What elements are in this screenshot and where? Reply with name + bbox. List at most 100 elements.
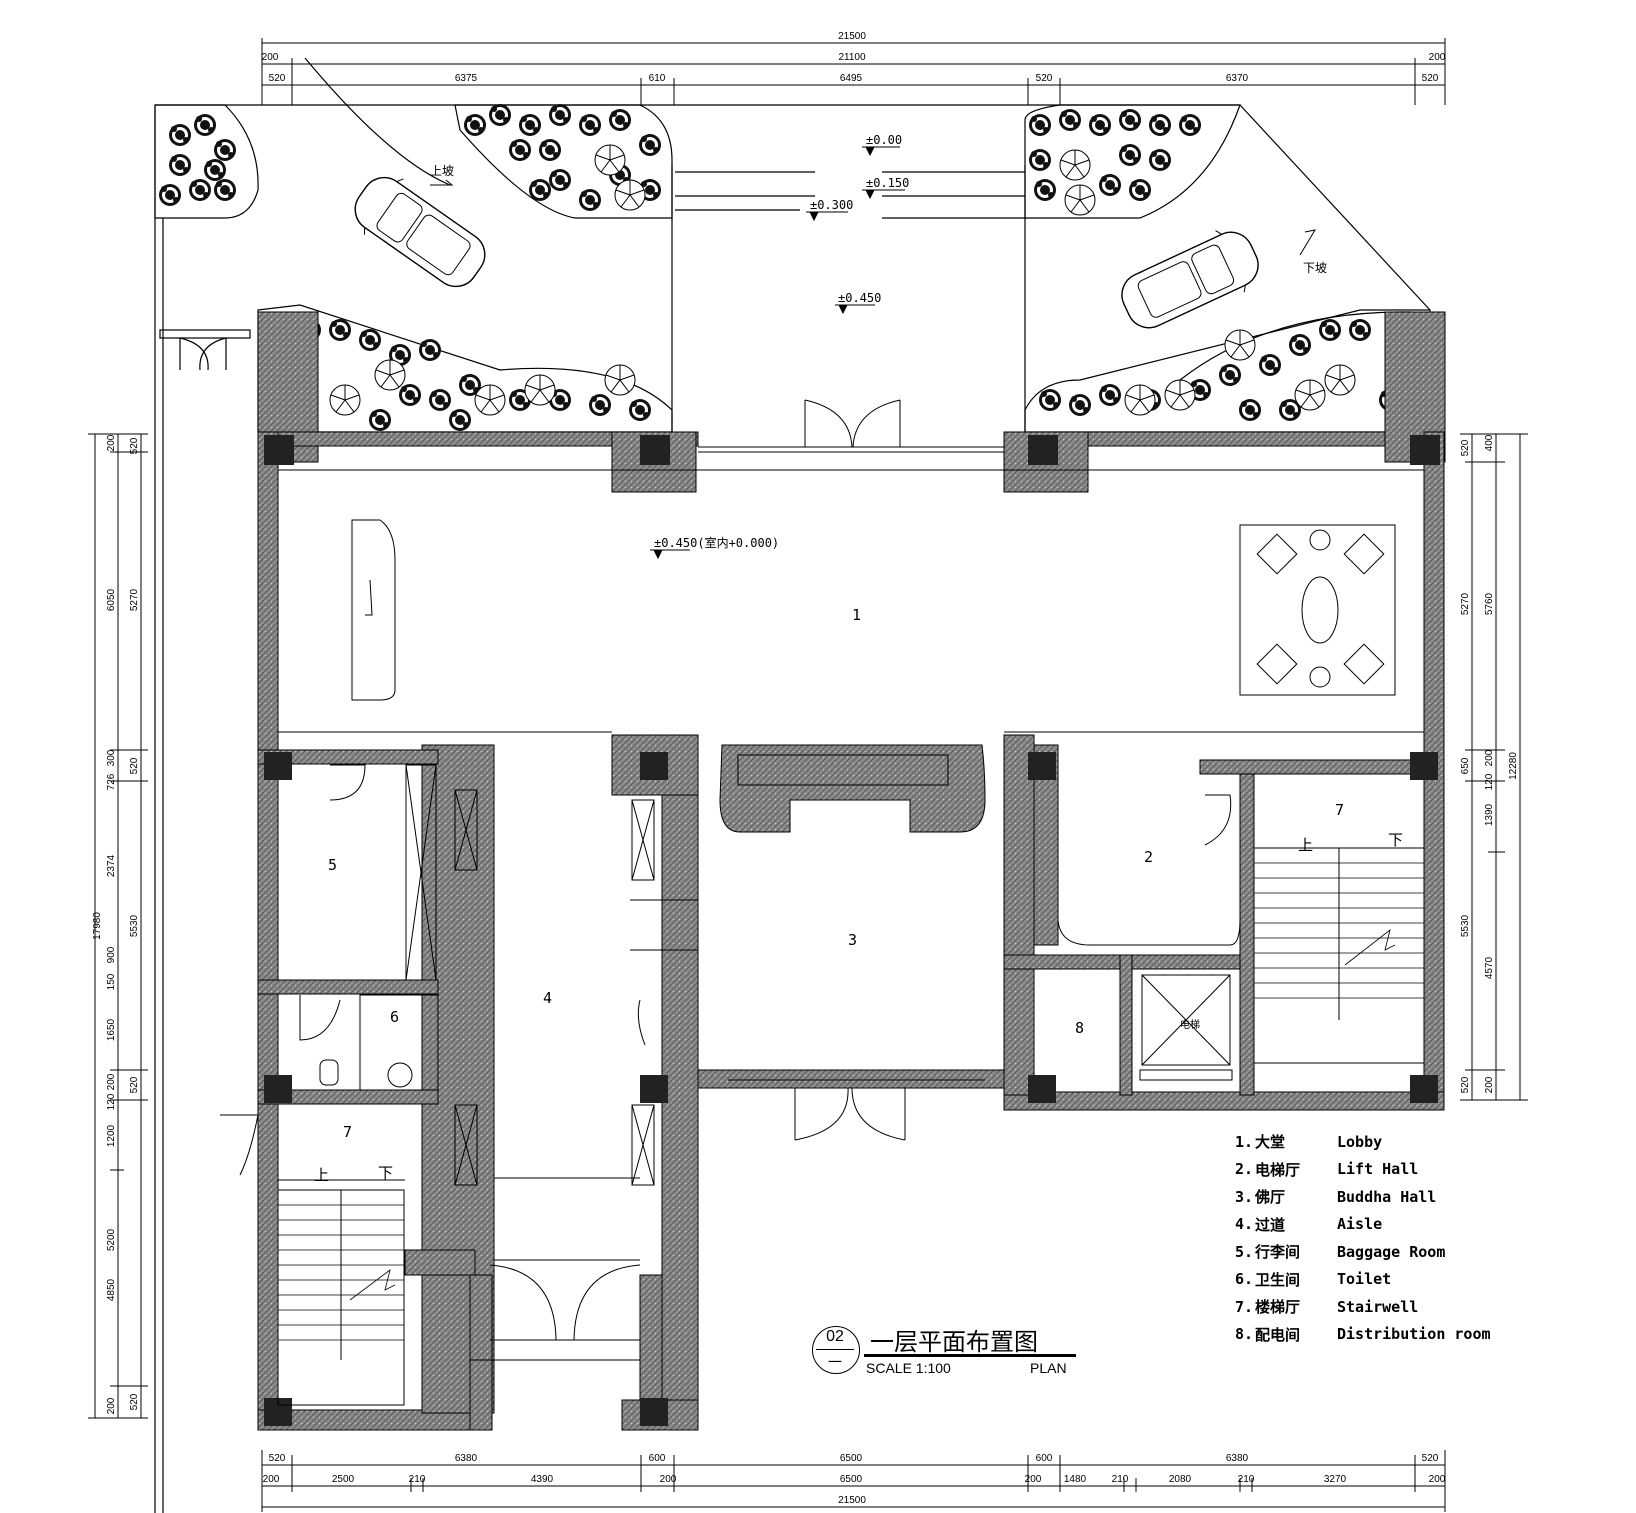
dim-right-col2: 120 bbox=[1484, 773, 1495, 790]
dim-bottom-row2: 4390 bbox=[531, 1474, 554, 1485]
dim-left-col1: 200 bbox=[106, 1397, 117, 1414]
level-marker: ±0.450 bbox=[838, 291, 881, 305]
stair-down-label: 下 bbox=[378, 1164, 393, 1182]
drawing-sub-number: 一 bbox=[828, 1354, 842, 1370]
room-number-stairwell: 7 bbox=[343, 1123, 352, 1141]
dim-top-seg: 520 bbox=[1036, 73, 1053, 84]
dim-left-col1: 300 bbox=[106, 749, 117, 766]
legend-item: 6.卫生间 Toilet bbox=[1235, 1266, 1507, 1294]
lift-label: 电梯 bbox=[1180, 1018, 1200, 1031]
dim-right-col1: 520 bbox=[1460, 439, 1471, 456]
dim-left-col2: 520 bbox=[129, 1393, 140, 1410]
dim-bottom-row2: 210 bbox=[1238, 1474, 1255, 1485]
legend-cn: 佛厅 bbox=[1255, 1188, 1286, 1207]
dim-bottom-overall: 21500 bbox=[838, 1495, 866, 1506]
dim-left-col2: 520 bbox=[129, 757, 140, 774]
dim-left-col1: 726 bbox=[106, 773, 117, 790]
legend-en: Toilet bbox=[1337, 1270, 1392, 1289]
dim-top-seg: 6370 bbox=[1226, 73, 1249, 84]
dim-bottom-row1: 6380 bbox=[455, 1453, 478, 1464]
dim-right-col2: 4570 bbox=[1484, 956, 1495, 979]
bottom-dimensions bbox=[261, 1450, 1446, 1512]
dim-bottom-row2: 210 bbox=[409, 1474, 426, 1485]
ramp-up-label: 上坡 bbox=[430, 164, 454, 178]
legend-number: 3. bbox=[1235, 1187, 1254, 1206]
dim-bottom-row2: 210 bbox=[1112, 1474, 1129, 1485]
room-number-lift-hall: 2 bbox=[1144, 848, 1153, 866]
dim-left-col2: 5530 bbox=[129, 914, 140, 937]
level-marker: ±0.00 bbox=[866, 133, 902, 147]
dim-right-col1: 5270 bbox=[1460, 592, 1471, 615]
dim-right-col1: 5530 bbox=[1460, 914, 1471, 937]
dim-left-col1: 1650 bbox=[106, 1018, 117, 1041]
legend-en: Baggage Room bbox=[1337, 1242, 1446, 1261]
car-symbol bbox=[342, 163, 498, 301]
legend-cn: 大堂 bbox=[1255, 1133, 1286, 1152]
dim-bottom-row2: 2500 bbox=[332, 1474, 355, 1485]
dim-bottom-row1: 6380 bbox=[1226, 1453, 1249, 1464]
level-markers bbox=[650, 146, 905, 560]
dim-left-col1: 200 bbox=[106, 434, 117, 451]
room-number-aisle: 4 bbox=[543, 989, 552, 1007]
dim-top-edge-right: 200 bbox=[1429, 52, 1446, 63]
legend-item: 1.大堂 Lobby bbox=[1235, 1128, 1507, 1156]
room-number-distribution-room: 8 bbox=[1075, 1019, 1084, 1037]
dim-left-col1: 120 bbox=[106, 1093, 117, 1110]
left-dimensions bbox=[88, 433, 148, 1419]
room-number-baggage-room: 5 bbox=[328, 856, 337, 874]
dim-bottom-row1: 600 bbox=[649, 1453, 666, 1464]
dim-right-col2: 400 bbox=[1484, 434, 1495, 451]
dim-top-edge-left: 200 bbox=[262, 52, 279, 63]
dim-left-col2: 520 bbox=[129, 1076, 140, 1093]
legend-en: Lobby bbox=[1337, 1132, 1383, 1151]
drawing-title-underline bbox=[864, 1354, 1076, 1357]
legend-cn: 行李间 bbox=[1255, 1243, 1301, 1262]
right-dimensions bbox=[1460, 433, 1528, 1101]
level-marker: ±0.450(室内+0.000) bbox=[654, 535, 779, 550]
drawing-plan-label: PLAN bbox=[1030, 1360, 1067, 1376]
legend-number: 8. bbox=[1235, 1325, 1254, 1344]
dim-top-seg: 520 bbox=[269, 73, 286, 84]
arrow-icon bbox=[430, 179, 1317, 256]
structural-columns bbox=[264, 435, 1440, 1426]
dim-right-col2: 200 bbox=[1484, 1076, 1495, 1093]
interior-lines bbox=[220, 399, 1425, 1406]
room-number-buddha-hall: 3 bbox=[848, 931, 857, 949]
dim-bottom-row2: 6500 bbox=[840, 1474, 863, 1485]
dim-top-seg: 610 bbox=[649, 73, 666, 84]
dim-bottom-row1: 600 bbox=[1036, 1453, 1053, 1464]
drawing-number-divider bbox=[816, 1349, 854, 1350]
legend-cn: 配电间 bbox=[1255, 1325, 1301, 1344]
room-number-lobby: 1 bbox=[852, 606, 861, 624]
level-marker: ±0.300 bbox=[810, 198, 853, 212]
dim-left-col1: 150 bbox=[106, 973, 117, 990]
dim-left-col1: 6050 bbox=[106, 588, 117, 611]
dim-bottom-row1: 520 bbox=[269, 1453, 286, 1464]
stair-up-label: 上 bbox=[314, 1166, 329, 1184]
dim-right-col1: 650 bbox=[1460, 757, 1471, 774]
top-dimensions bbox=[261, 38, 1446, 105]
dim-left-col2: 520 bbox=[129, 437, 140, 454]
stair-up-label: 上 bbox=[1298, 836, 1313, 854]
stair-treads bbox=[278, 862, 1424, 1341]
legend-number: 1. bbox=[1235, 1132, 1254, 1151]
stair-down-label: 下 bbox=[1388, 831, 1403, 849]
legend-cn: 卫生间 bbox=[1255, 1270, 1301, 1289]
dim-bottom-row2: 200 bbox=[263, 1474, 280, 1485]
legend-number: 4. bbox=[1235, 1215, 1254, 1234]
dim-bottom-row2: 2080 bbox=[1169, 1474, 1192, 1485]
dim-bottom-row2: 1480 bbox=[1064, 1474, 1087, 1485]
legend-en: Lift Hall bbox=[1337, 1160, 1419, 1179]
site-outline bbox=[154, 57, 1431, 1513]
legend-en: Stairwell bbox=[1337, 1297, 1419, 1316]
drawing-title: 一层平面布置图 bbox=[870, 1328, 1038, 1356]
legend-en: Aisle bbox=[1337, 1215, 1383, 1234]
legend-number: 6. bbox=[1235, 1270, 1254, 1289]
